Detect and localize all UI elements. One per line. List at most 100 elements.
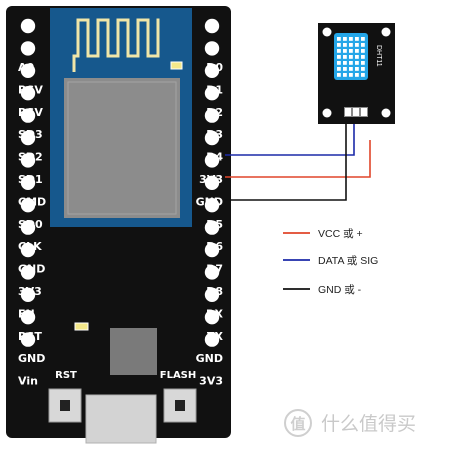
vent-hole-icon <box>355 67 359 71</box>
mount-hole-icon <box>381 108 391 118</box>
left-pin-label: 3V3 <box>18 285 42 298</box>
left-pin-label: SD2 <box>18 151 43 164</box>
vent-hole-icon <box>343 73 347 77</box>
wire-data <box>225 117 355 156</box>
left-pin-label: A0 <box>18 61 35 74</box>
right-pin-label: D5 <box>206 218 223 231</box>
right-pin-pad <box>204 220 220 235</box>
right-pin-pad <box>204 265 220 280</box>
vent-hole-icon <box>349 49 353 53</box>
left-pin-pad <box>20 63 36 78</box>
right-pin-label: D6 <box>206 240 223 253</box>
sensor-vent-grid <box>337 37 365 77</box>
vent-hole-icon <box>343 67 347 71</box>
left-pin-pad <box>20 198 36 213</box>
vent-hole-icon <box>361 55 365 59</box>
sensor-label: DHT11 <box>375 45 382 67</box>
left-pin-pad <box>20 41 36 56</box>
flash-button-label: FLASH <box>160 370 197 381</box>
right-pads <box>204 18 220 347</box>
left-pin-label: CMD <box>18 195 46 208</box>
left-pin-pad <box>20 153 36 168</box>
left-pin-pad <box>20 18 36 34</box>
vent-hole-icon <box>337 55 341 59</box>
left-pin-label: RSV <box>18 83 43 96</box>
left-pin-label: RSV <box>18 106 43 119</box>
right-pin-pad <box>204 287 220 302</box>
antenna-trace-icon <box>76 18 160 58</box>
left-pin-pad <box>20 242 36 258</box>
left-pin-pad <box>20 310 36 325</box>
left-pin-label: Vin <box>18 375 38 388</box>
wifi-led-icon <box>170 61 183 70</box>
right-pin-pad <box>204 18 220 34</box>
left-pin-label: SD3 <box>18 128 43 141</box>
antenna-feed-icon <box>72 54 78 72</box>
vent-hole-icon <box>337 67 341 71</box>
right-pin-pad <box>204 198 220 213</box>
legend-label-gnd: GND 或 - <box>318 284 362 296</box>
right-pin-pad <box>204 153 220 168</box>
vent-hole-icon <box>337 49 341 53</box>
left-pin-pad <box>20 332 36 347</box>
usb-port <box>85 394 157 444</box>
svg-text:值: 值 <box>290 415 305 433</box>
vent-hole-icon <box>355 73 359 77</box>
right-pin-label: D1 <box>206 83 223 96</box>
vent-hole-icon <box>337 73 341 77</box>
right-pin-label: D3 <box>206 128 223 141</box>
smzdm-logo-icon: 值 <box>284 409 312 437</box>
vent-hole-icon <box>343 43 347 47</box>
vent-hole-icon <box>349 43 353 47</box>
vent-hole-icon <box>343 37 347 41</box>
right-pin-pad <box>204 130 220 146</box>
usb-chip <box>110 328 157 375</box>
right-pin-label: 3V3 <box>199 375 223 388</box>
vent-hole-icon <box>355 37 359 41</box>
right-pin-pad <box>204 242 220 258</box>
vent-hole-icon <box>343 55 347 59</box>
left-pads <box>20 18 36 347</box>
rst-button-label: RST <box>55 370 77 381</box>
vent-hole-icon <box>361 49 365 53</box>
vent-hole-icon <box>361 61 365 65</box>
rf-shield <box>64 78 180 218</box>
vent-hole-icon <box>361 73 365 77</box>
left-pin-label: SD0 <box>18 218 43 231</box>
vent-hole-icon <box>361 43 365 47</box>
left-pin-pad <box>20 108 36 123</box>
vent-hole-icon <box>361 67 365 71</box>
vent-hole-icon <box>355 49 359 53</box>
right-pin-pad <box>204 86 220 101</box>
mount-hole-icon <box>322 27 332 37</box>
vent-hole-icon <box>343 49 347 53</box>
watermark-text: 什么值得买 <box>321 413 416 435</box>
left-pin-label: EN <box>18 307 35 320</box>
left-pin-pad <box>20 175 36 190</box>
power-led-icon <box>74 322 89 331</box>
vent-hole-icon <box>355 55 359 59</box>
right-pin-pad <box>204 108 220 123</box>
wire-gnd <box>225 117 347 201</box>
left-pin-label: CLK <box>18 240 42 253</box>
left-pin-label: SD1 <box>18 173 43 186</box>
vent-hole-icon <box>337 61 341 65</box>
left-pin-pad <box>20 265 36 280</box>
vent-hole-icon <box>343 61 347 65</box>
right-pin-pad <box>204 310 220 325</box>
right-pin-label: D8 <box>206 285 223 298</box>
vent-hole-icon <box>349 61 353 65</box>
right-pin-label: 3V3 <box>199 173 223 186</box>
left-pin-label: RST <box>18 330 42 343</box>
vent-hole-icon <box>349 37 353 41</box>
right-pin-label: D4 <box>206 151 223 164</box>
vent-hole-icon <box>361 37 365 41</box>
legend-label-data: DATA 或 SIG <box>318 255 378 267</box>
left-pin-label: GND <box>18 352 45 365</box>
right-pin-label: TX <box>207 330 224 343</box>
vent-hole-icon <box>337 37 341 41</box>
mount-hole-icon <box>322 108 332 118</box>
mount-hole-icon <box>381 27 391 37</box>
right-pin-pad <box>204 175 220 190</box>
